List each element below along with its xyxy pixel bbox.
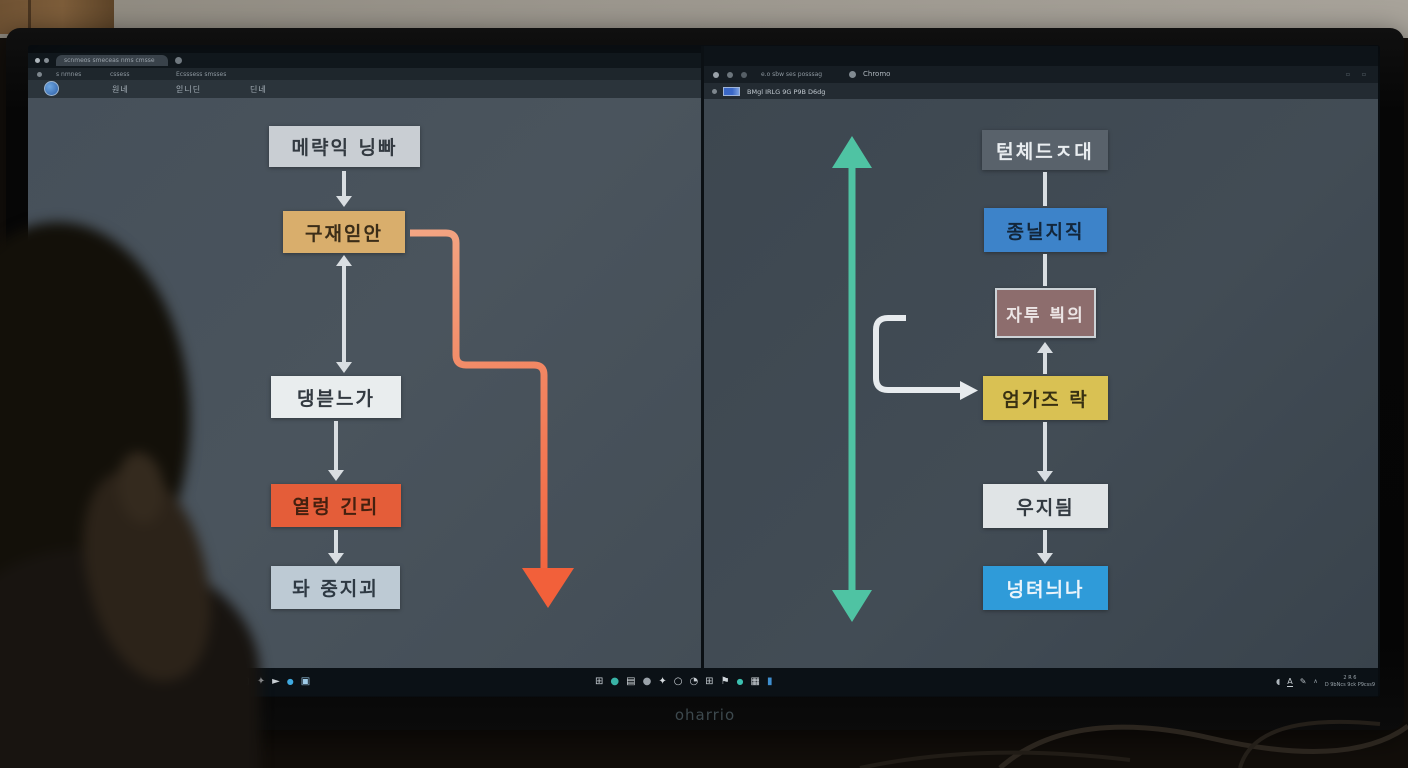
arrowhead-down: [328, 553, 344, 564]
photos-icon[interactable]: ▣: [300, 676, 311, 687]
blue-panel-icon[interactable]: ▮: [766, 676, 773, 687]
app-badge-icon: [849, 71, 856, 78]
window-control-icon[interactable]: [713, 72, 719, 78]
document-icon[interactable]: ▤: [626, 676, 636, 687]
toolbar-item[interactable]: 읻니딘: [176, 85, 202, 94]
toolbar-item[interactable]: 딘네: [250, 85, 267, 94]
connector-line: [342, 264, 346, 364]
flow-node[interactable]: 자투 븩의: [995, 288, 1096, 338]
arrowhead-down: [336, 362, 352, 373]
new-tab-icon[interactable]: [175, 57, 182, 64]
right-window-top: [703, 46, 1378, 66]
taskbar-center-group: ⊞ ● ▤ ● ✦ ○ ◔ ⊞ ⚑ ● ▦ ▮: [595, 677, 772, 687]
menu-item[interactable]: Ecsssess smsses: [176, 71, 227, 78]
flow-node[interactable]: 우지딈: [983, 484, 1108, 528]
flow-node[interactable]: 턷체드ㅈ대: [982, 130, 1108, 170]
arrowhead-up: [336, 255, 352, 266]
tray-clock[interactable]: 2 R 6 D 9bNcs 9ck P9css9: [1324, 675, 1376, 688]
connector-line: [1043, 352, 1047, 374]
flow-node[interactable]: 댕븓느가: [271, 376, 401, 418]
record-button-icon[interactable]: [44, 81, 59, 96]
ring-icon[interactable]: ○: [673, 676, 683, 687]
left-window-tab-bar: scnmeos smeceas nms cmsse: [28, 53, 703, 68]
connector-line: [334, 421, 338, 471]
flag-thumbnail-icon: [723, 87, 740, 96]
taskbar: ● ▢ ✦ ► ● ▣ ⊞ ● ▤ ● ✦ ○ ◔ ⊞ ⚑ ● ▦ ▮ ◖ A …: [28, 668, 1378, 696]
tab-title[interactable]: BMgl IRLG 9G P9B D6dg: [747, 88, 826, 96]
monitor-brand-logo: oharrio: [674, 706, 736, 724]
input-method-icon[interactable]: A: [1287, 676, 1293, 687]
browser-tab[interactable]: scnmeos smeceas nms cmsse: [56, 55, 168, 66]
window-dot-icon[interactable]: [35, 58, 40, 63]
arrowhead-down: [1037, 471, 1053, 482]
toolbar-item[interactable]: 원네: [112, 85, 129, 94]
app-icon: [37, 72, 42, 77]
flow-node[interactable]: 메략익 닝빠: [269, 126, 420, 167]
arrowhead-down: [336, 196, 352, 207]
blue-dot-icon[interactable]: ●: [286, 677, 294, 686]
window-control-icon[interactable]: [741, 72, 747, 78]
arrowhead-down: [328, 470, 344, 481]
taskbar-left-group: ● ▢ ✦ ► ● ▣: [228, 677, 310, 687]
right-window-tab-strip: BMgl IRLG 9G P9B D6dg: [703, 83, 1378, 99]
sparkle-icon[interactable]: ✦: [658, 676, 667, 687]
menu-item[interactable]: cssess: [110, 71, 130, 78]
speaker-icon[interactable]: ◖: [1276, 677, 1281, 686]
caret-up-icon[interactable]: ∧: [1313, 678, 1318, 685]
left-window-toolbar: 원네 읻니딘 딘네: [28, 80, 703, 98]
connector-line: [1043, 254, 1047, 286]
connector-line: [1043, 172, 1047, 206]
plus-box-icon[interactable]: ⊞: [705, 676, 714, 687]
tab-dot-icon: [712, 89, 717, 94]
flow-node[interactable]: 구재읻안: [283, 211, 405, 253]
flag-icon[interactable]: ⚑: [720, 676, 730, 687]
menu-item[interactable]: s nmnes: [56, 71, 82, 78]
arrowhead-up: [1037, 342, 1053, 353]
title-text: e.o sbw ses posssag: [761, 71, 823, 78]
maximize-icon[interactable]: ▫: [1361, 71, 1366, 78]
connector-line: [342, 171, 346, 197]
sparkle-icon[interactable]: ✦: [256, 676, 266, 687]
grid-window-icon[interactable]: ⊞: [595, 676, 604, 687]
connector-line: [1043, 530, 1047, 554]
pen-icon[interactable]: ✎: [1299, 677, 1307, 686]
connector-line: [1043, 422, 1047, 472]
window-icon[interactable]: ▢: [240, 676, 250, 687]
cursor-icon[interactable]: ►: [272, 676, 280, 687]
window-control-icon[interactable]: [727, 72, 733, 78]
arrowhead-down: [1037, 553, 1053, 564]
window-divider: [701, 46, 704, 668]
flow-node[interactable]: 엄가즈 락: [983, 376, 1108, 420]
flow-node[interactable]: 옅렁 긴리: [271, 484, 401, 527]
globe-icon[interactable]: ●: [642, 676, 652, 687]
flow-node[interactable]: 종닐지직: [984, 208, 1107, 252]
taskbar-tray-group: ◖ A ✎ ∧ 2 R 6 D 9bNcs 9ck P9css9: [1276, 675, 1375, 689]
minimize-icon[interactable]: ▫: [1345, 71, 1350, 78]
target-icon[interactable]: ◔: [689, 676, 699, 687]
flow-node[interactable]: 넝텨늬나: [983, 566, 1108, 610]
right-window-title-bar: e.o sbw ses posssag Chromo ▫ ▫: [703, 66, 1378, 83]
teal-sphere-icon[interactable]: ●: [610, 676, 620, 687]
dot-icon[interactable]: ●: [228, 678, 234, 685]
qr-grid-icon[interactable]: ▦: [750, 676, 760, 687]
connector-line: [334, 530, 338, 554]
flow-node[interactable]: 돠 중지괴: [271, 566, 400, 609]
left-window-menu-bar: s nmnes cssess Ecsssess smsses: [28, 68, 703, 80]
teal-dot-icon[interactable]: ●: [736, 677, 744, 686]
window-dot-icon[interactable]: [44, 58, 49, 63]
app-name: Chromo: [863, 70, 891, 78]
